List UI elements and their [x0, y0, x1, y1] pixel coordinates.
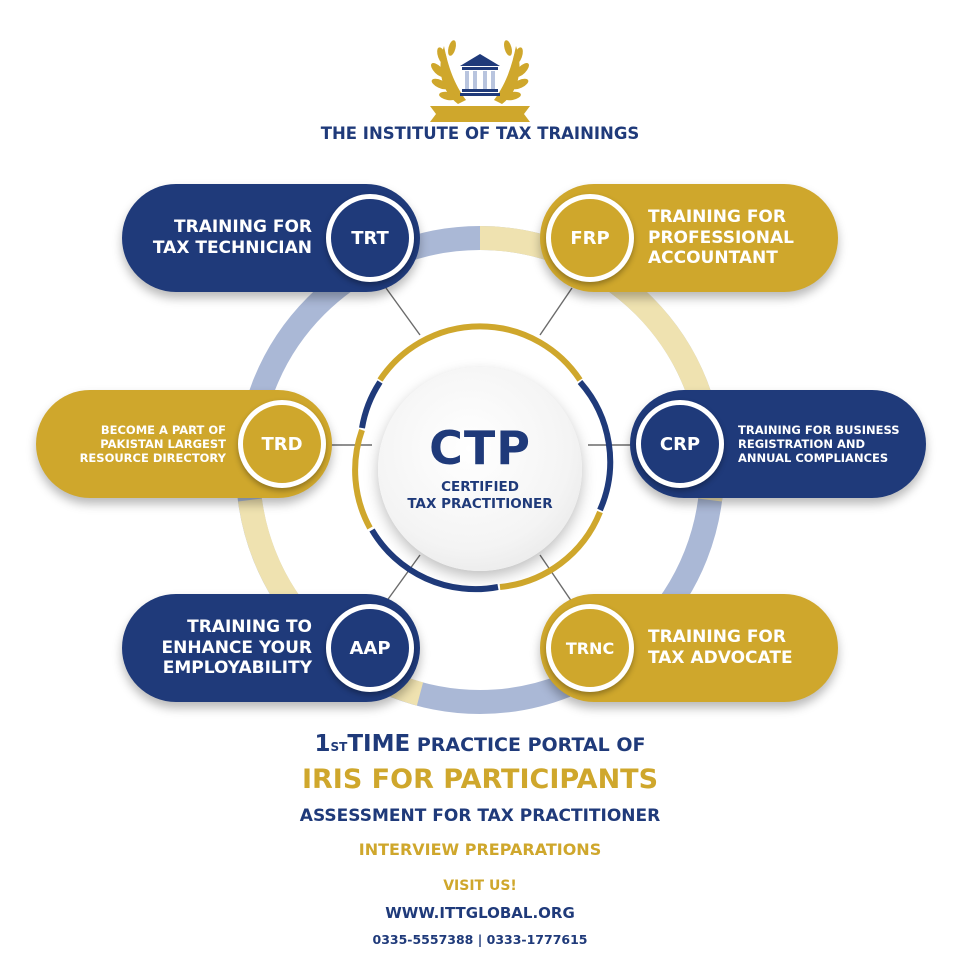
trd-badge: TRD — [238, 400, 326, 488]
aap-line-3: EMPLOYABILITY — [162, 658, 312, 679]
trt-line-2: TAX TECHNICIAN — [152, 238, 312, 258]
frp-line-1: TRAINING FOR — [648, 206, 786, 227]
frp-line-2: PROFESSIONAL — [648, 227, 794, 248]
trnc-line-1: TRAINING FOR — [648, 627, 786, 648]
footer-num: 1 — [314, 731, 331, 757]
center-abbr: CTP — [429, 421, 531, 476]
aap-badge: AAP — [326, 604, 414, 692]
footer-phones: 0335-5557388 | 0333-1777615 — [372, 932, 588, 947]
program-trd: BECOME A PART OF PAKISTAN LARGEST RESOUR… — [36, 390, 332, 498]
frp-badge: FRP — [546, 194, 634, 282]
crp-line-3: ANNUAL COMPLIANCES — [738, 451, 889, 465]
program-trnc: TRNC TRAINING FOR TAX ADVOCATE — [540, 594, 838, 702]
footer-time: TIME — [347, 731, 411, 757]
program-aap: TRAINING TO ENHANCE YOUR EMPLOYABILITY A… — [122, 594, 420, 702]
trt-line-1: TRAINING FOR — [174, 217, 312, 238]
footer-visit: VISIT US! — [443, 878, 517, 894]
crp-line-1: TRAINING FOR BUSINESS — [738, 422, 900, 437]
trd-line-1: BECOME A PART OF — [100, 422, 226, 437]
footer-assessment: ASSESSMENT FOR TAX PRACTITIONER — [299, 806, 661, 826]
institute-logo-icon — [430, 40, 530, 122]
institute-name: THE INSTITUTE OF TAX TRAININGS — [320, 124, 640, 143]
program-frp: FRP TRAINING FOR PROFESSIONAL ACCOUNTANT — [540, 184, 838, 292]
aap-line-2: ENHANCE YOUR — [161, 637, 312, 658]
center-line-1: CERTIFIED — [441, 479, 519, 496]
ctp-center-circle: CTP CERTIFIED TAX PRACTITIONER — [378, 367, 582, 571]
trd-line-3: RESOURCE DIRECTORY — [79, 451, 226, 465]
program-crp: CRP TRAINING FOR BUSINESS REGISTRATION A… — [630, 390, 926, 498]
trd-line-2: PAKISTAN LARGEST — [100, 436, 226, 451]
program-diagram: CTP CERTIFIED TAX PRACTITIONER TRAINING … — [0, 150, 960, 730]
trnc-badge: TRNC — [546, 604, 634, 692]
program-trt: TRAINING FOR TAX TECHNICIAN TRT — [122, 184, 420, 292]
footer-interview: INTERVIEW PREPARATIONS — [358, 840, 602, 859]
footer-portal: PRACTICE PORTAL OF — [416, 734, 646, 756]
crp-line-2: REGISTRATION AND — [738, 436, 866, 451]
footer-sup: ST — [330, 740, 348, 754]
footer-website[interactable]: WWW.ITTGLOBAL.ORG — [385, 904, 575, 922]
footer-iris: IRIS FOR PARTICIPANTS — [301, 764, 659, 795]
crp-badge: CRP — [636, 400, 724, 488]
frp-line-3: ACCOUNTANT — [648, 248, 778, 269]
trnc-line-2: TAX ADVOCATE — [648, 648, 793, 668]
footer-first-time-line: 1STTIME PRACTICE PORTAL OF — [0, 731, 960, 757]
trt-badge: TRT — [326, 194, 414, 282]
aap-line-1: TRAINING TO — [187, 616, 312, 637]
center-line-2: TAX PRACTITIONER — [407, 496, 553, 512]
